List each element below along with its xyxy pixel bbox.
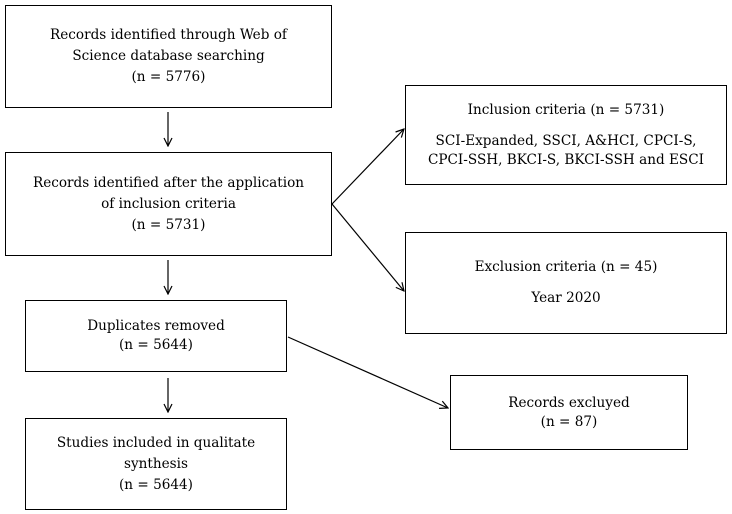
duplicates-removed-count: (n = 5644) <box>119 337 193 353</box>
studies-included-line2: synthesis <box>124 455 188 472</box>
records-identified-box: Records identified through Web of Scienc… <box>5 5 332 108</box>
inclusion-criteria-box: Inclusion criteria (n = 5731) SCI-Expand… <box>405 85 727 185</box>
duplicates-removed-label: Duplicates removed <box>87 318 225 334</box>
records-excluded-count: (n = 87) <box>540 413 598 430</box>
duplicates-removed-box: Duplicates removed (n = 5644) <box>25 300 287 372</box>
records-after-inclusion-line1: Records identified after the application <box>32 174 305 191</box>
records-excluded-box: Records excluyed (n = 87) <box>450 375 688 450</box>
records-after-inclusion-box: Records identified after the application… <box>5 152 332 256</box>
inclusion-criteria-line2: CPCI-SSH, BKCI-S, BKCI-SSH and ESCI <box>427 151 704 168</box>
inclusion-criteria-title: Inclusion criteria (n = 5731) <box>467 101 665 118</box>
records-after-inclusion-count: (n = 5731) <box>131 216 206 233</box>
records-after-inclusion-line2: of inclusion criteria <box>101 195 236 212</box>
arrow-to-exclusion-criteria <box>331 203 404 291</box>
studies-included-line1: Studies included in qualitate <box>56 434 256 451</box>
records-identified-line2: Science database searching <box>72 48 265 64</box>
records-excluded-label: Records excluyed <box>508 394 630 411</box>
arrow-to-inclusion-criteria <box>331 129 404 205</box>
exclusion-criteria-year: Year 2020 <box>531 290 601 306</box>
records-identified-count: (n = 5776) <box>131 69 206 85</box>
records-identified-line1: Records identified through Web of <box>50 27 287 43</box>
studies-included-box: Studies included in qualitate synthesis … <box>25 418 287 510</box>
inclusion-criteria-line1: SCI-Expanded, SSCI, A&HCI, CPCI-S, <box>435 132 697 149</box>
studies-included-count: (n = 5644) <box>119 476 193 493</box>
exclusion-criteria-box: Exclusion criteria (n = 45) Year 2020 <box>405 232 727 334</box>
arrow-to-records-excluded <box>287 336 448 408</box>
exclusion-criteria-title: Exclusion criteria (n = 45) <box>474 259 658 275</box>
